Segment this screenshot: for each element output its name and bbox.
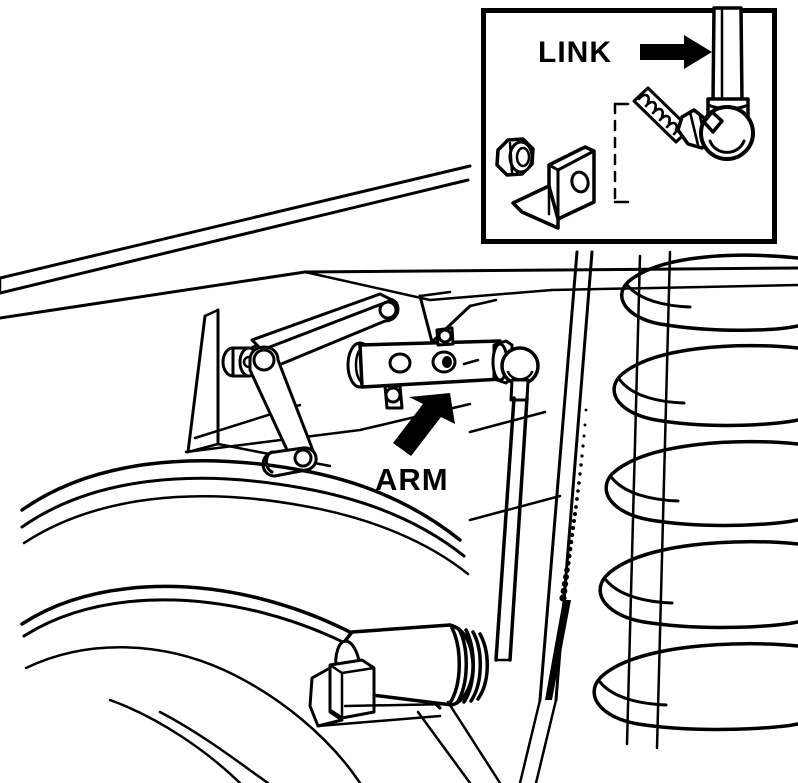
tire	[20, 459, 470, 783]
underbody-guide-lines	[416, 358, 562, 783]
frame-rail	[0, 164, 472, 295]
sensor-arm	[346, 326, 504, 410]
shock-absorber	[538, 250, 594, 702]
arm-label: ARM	[375, 462, 449, 497]
coil-spring	[592, 250, 798, 750]
threaded-cylinder	[308, 623, 489, 728]
shock-stipple	[559, 408, 588, 602]
thread-rings	[448, 626, 489, 705]
arm-ball-joint	[491, 339, 540, 402]
arm-callout: ARM	[375, 393, 455, 497]
arm-arrow-up-right-icon	[393, 393, 455, 456]
link-rod-vertical	[494, 396, 529, 662]
body-panel	[0, 266, 798, 320]
